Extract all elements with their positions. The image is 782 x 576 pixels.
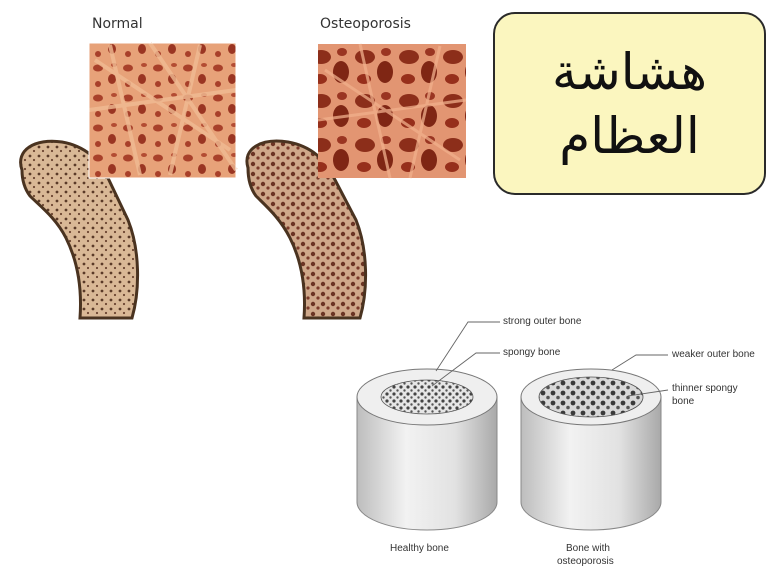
healthy-bone-cylinder xyxy=(357,369,497,530)
thinner-spongy-bone-label-1: thinner spongy xyxy=(672,383,738,394)
spongy-bone-label: spongy bone xyxy=(503,347,560,358)
normal-trabecular-closeup xyxy=(89,43,236,178)
title-line-1: هشاشة xyxy=(552,40,707,104)
healthy-bone-caption: Healthy bone xyxy=(390,543,449,554)
title-line-2: العظام xyxy=(559,104,699,168)
strong-outer-bone-label: strong outer bone xyxy=(503,316,581,327)
osteoporosis-caption-2: osteoporosis xyxy=(557,556,614,567)
thinner-spongy-bone-label-2: bone xyxy=(672,396,694,407)
osteoporosis-caption-1: Bone with xyxy=(566,543,610,554)
osteoporosis-label: Osteoporosis xyxy=(320,16,411,32)
osteoporosis-trabecular-closeup xyxy=(318,44,466,178)
title-box: هشاشة العظام xyxy=(493,12,766,195)
weaker-outer-bone-label: weaker outer bone xyxy=(672,349,755,360)
osteoporosis-bone-cylinder xyxy=(521,369,661,530)
normal-label: Normal xyxy=(92,16,143,32)
